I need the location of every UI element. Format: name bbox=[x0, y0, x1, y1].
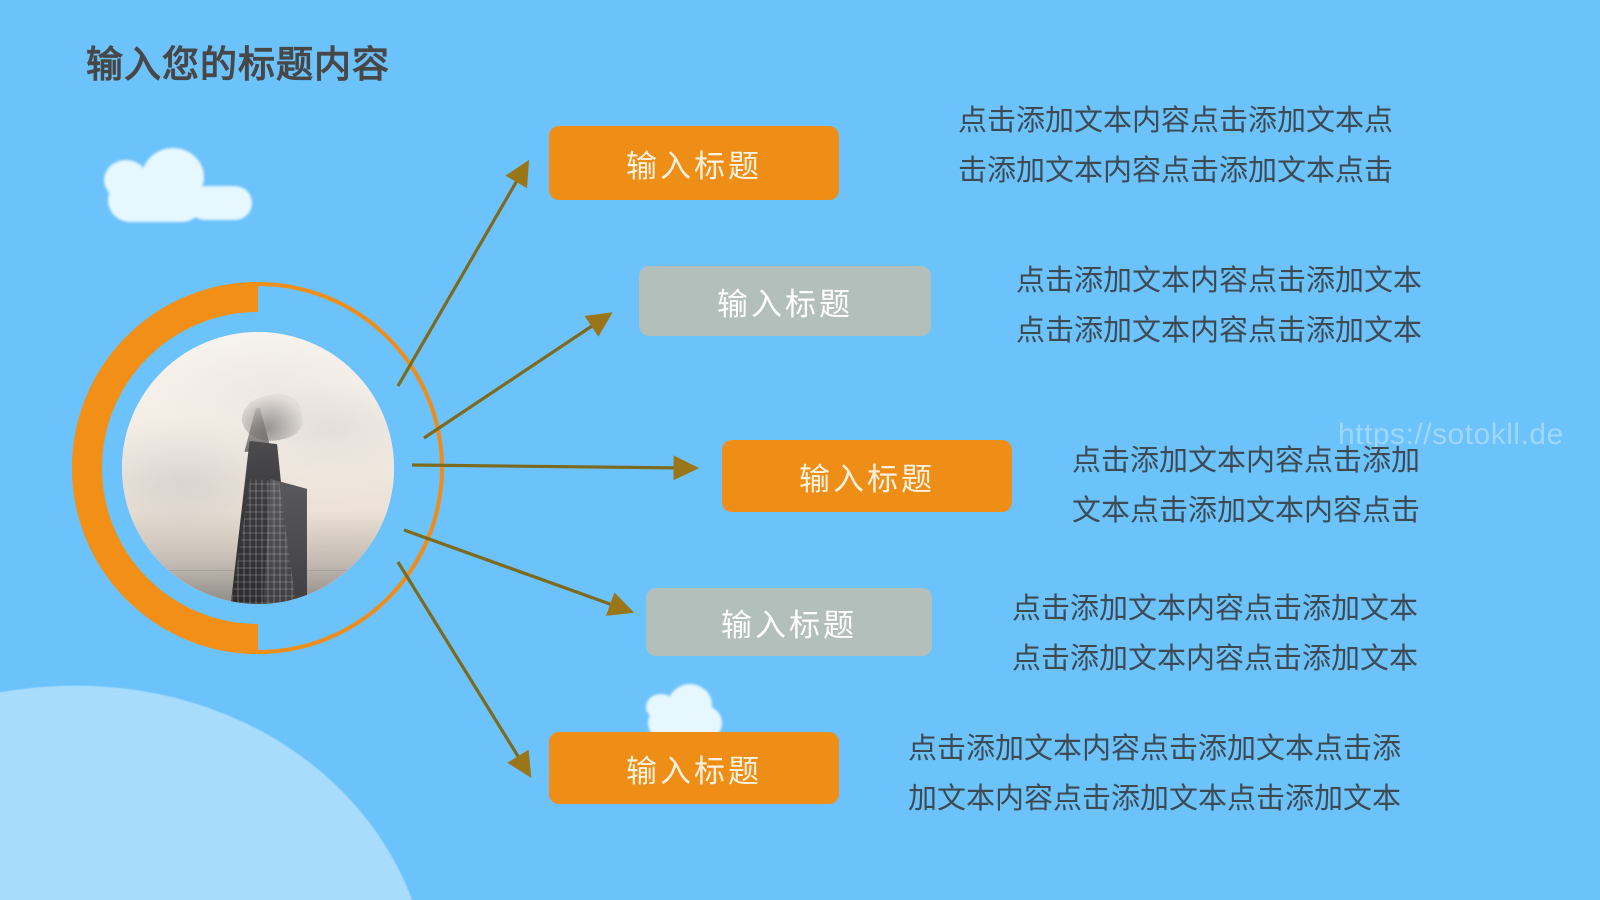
item-body-line: 点击添加文本内容点击添加文本 bbox=[1012, 593, 1419, 625]
item-label-chip-1[interactable]: 输入标题 bbox=[549, 126, 839, 200]
item-body-text-3: 点击添加文本内容点击添加 文本点击添加文本内容点击 bbox=[1072, 436, 1420, 536]
item-body-line: 加文本内容点击添加文本点击添加文本 bbox=[908, 783, 1402, 815]
item-body-text-2: 点击添加文本内容点击添加文本 点击添加文本内容点击添加文本 bbox=[1016, 256, 1422, 356]
arrow-line-2 bbox=[423, 312, 613, 440]
item-body-line: 点击添加文本内容点击添加 bbox=[1072, 445, 1421, 477]
item-body-line: 点击添加文本内容点击添加文本点 bbox=[958, 105, 1394, 137]
item-body-line: 文本点击添加文本内容点击 bbox=[1072, 495, 1421, 527]
item-label-chip-2[interactable]: 输入标题 bbox=[639, 266, 931, 336]
item-body-line: 击添加文本内容点击添加文本点击 bbox=[958, 155, 1394, 187]
photo-tower-secondary bbox=[263, 478, 307, 604]
item-body-line: 点击添加文本内容点击添加文本点击添 bbox=[908, 733, 1402, 765]
cloud-icon-large-tail bbox=[188, 186, 252, 220]
item-label-chip-5[interactable]: 输入标题 bbox=[549, 732, 839, 804]
item-body-line: 点击添加文本内容点击添加文本 bbox=[1012, 643, 1419, 675]
circle-image-graphic bbox=[72, 282, 444, 654]
item-label-chip-4[interactable]: 输入标题 bbox=[646, 588, 932, 656]
tower-photo bbox=[122, 332, 394, 604]
item-body-text-1: 点击添加文本内容点击添加文本点 击添加文本内容点击添加文本点击 bbox=[958, 96, 1393, 196]
page-title: 输入您的标题内容 bbox=[86, 44, 390, 85]
item-body-line: 点击添加文本内容点击添加文本 bbox=[1016, 315, 1423, 347]
item-body-text-4: 点击添加文本内容点击添加文本 点击添加文本内容点击添加文本 bbox=[1012, 584, 1418, 684]
item-label-chip-3[interactable]: 输入标题 bbox=[722, 440, 1012, 512]
arrow-line-3 bbox=[411, 455, 700, 481]
item-body-text-5: 点击添加文本内容点击添加文本点击添 加文本内容点击添加文本点击添加文本 bbox=[908, 724, 1401, 824]
item-body-line: 点击添加文本内容点击添加文本 bbox=[1016, 265, 1423, 297]
